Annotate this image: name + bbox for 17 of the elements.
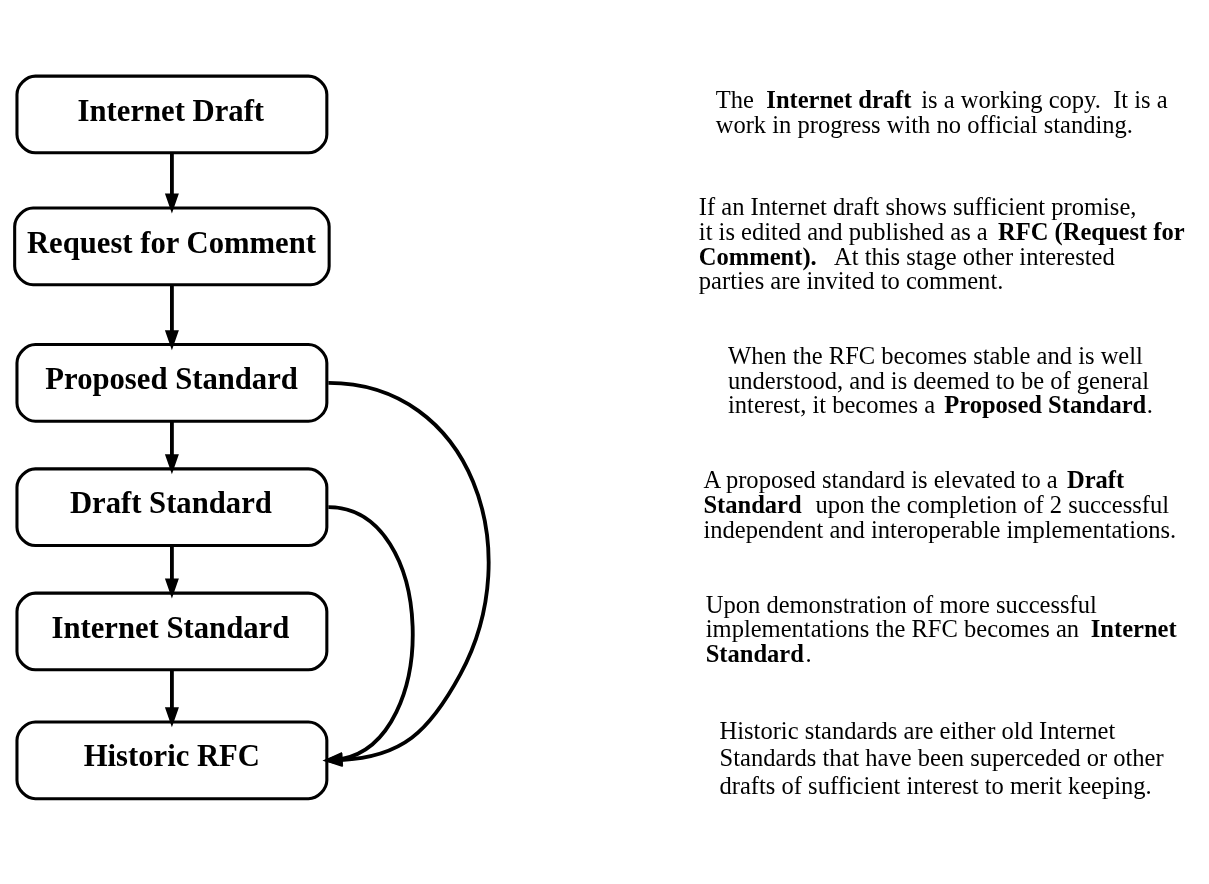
label: A proposed standard is elevated to a Draft Standard upon the completion of 2 successful independent and interoperable implementations. bbox=[703, 466, 1177, 543]
arrow bbox=[164, 421, 179, 475]
node-box: Internet Standard bbox=[15, 591, 329, 672]
label: Upon demonstration of more successful implementations the RFC becomes an Internet Standard. bbox=[705, 590, 1177, 667]
node-box: Request for Comment bbox=[13, 206, 331, 287]
arrow bbox=[164, 153, 179, 214]
arrow bbox=[164, 285, 179, 351]
node-box: Historic RFC bbox=[15, 720, 329, 801]
node-box: Proposed Standard bbox=[15, 343, 329, 423]
node-box: Draft Standard bbox=[15, 467, 329, 548]
label: When the RFC becomes stable and is well understood, and is deemed to be of general interest, it becomes a Proposed Standard. bbox=[727, 342, 1153, 419]
label: Historic standards are either old Internet Standards that have been superceded or other drafts of sufficient interest to merit keeping. bbox=[719, 716, 1164, 799]
label: The Internet draft is a working copy. It is a work in progress with no official standing. bbox=[715, 86, 1168, 138]
arrow bbox=[164, 670, 179, 728]
node-box: Internet Draft bbox=[15, 74, 329, 155]
label: If an Internet draft shows sufficient promise, it is edited and published as a RFC (Request for Comment). At this stage other interested parties are invited to comment. bbox=[698, 193, 1185, 295]
arrow bbox=[164, 545, 179, 599]
